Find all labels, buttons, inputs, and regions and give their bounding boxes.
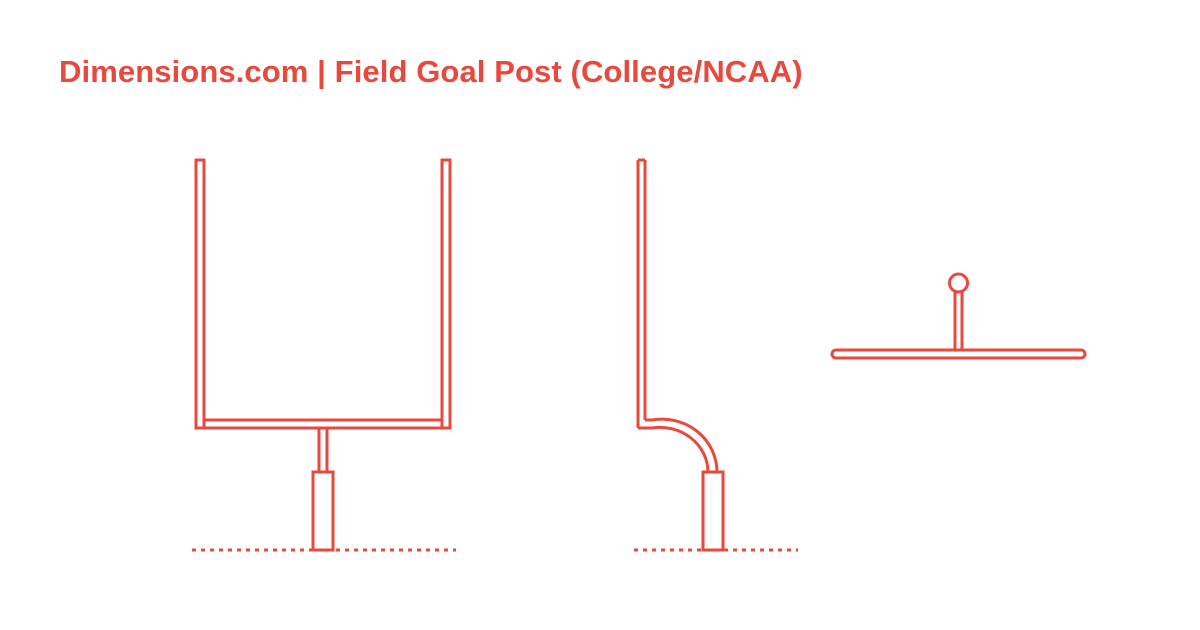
side-curved-gooseneck-outer [638,425,710,473]
top-view [830,272,1087,360]
front-crossbar [204,418,442,430]
side-view [634,158,798,552]
top-post-circle [948,272,969,294]
side-base-pad [701,470,725,552]
top-crossbar [830,348,1087,360]
page-title: Dimensions.com | Field Goal Post (Colleg… [59,54,803,89]
front-right-upright [440,158,452,430]
front-view [192,158,456,552]
front-left-upright [194,158,206,430]
front-gooseneck [317,428,329,472]
side-upright [636,158,647,428]
front-base-pad [311,470,335,552]
side-curved-gooseneck [645,417,719,473]
top-connector [953,290,964,350]
